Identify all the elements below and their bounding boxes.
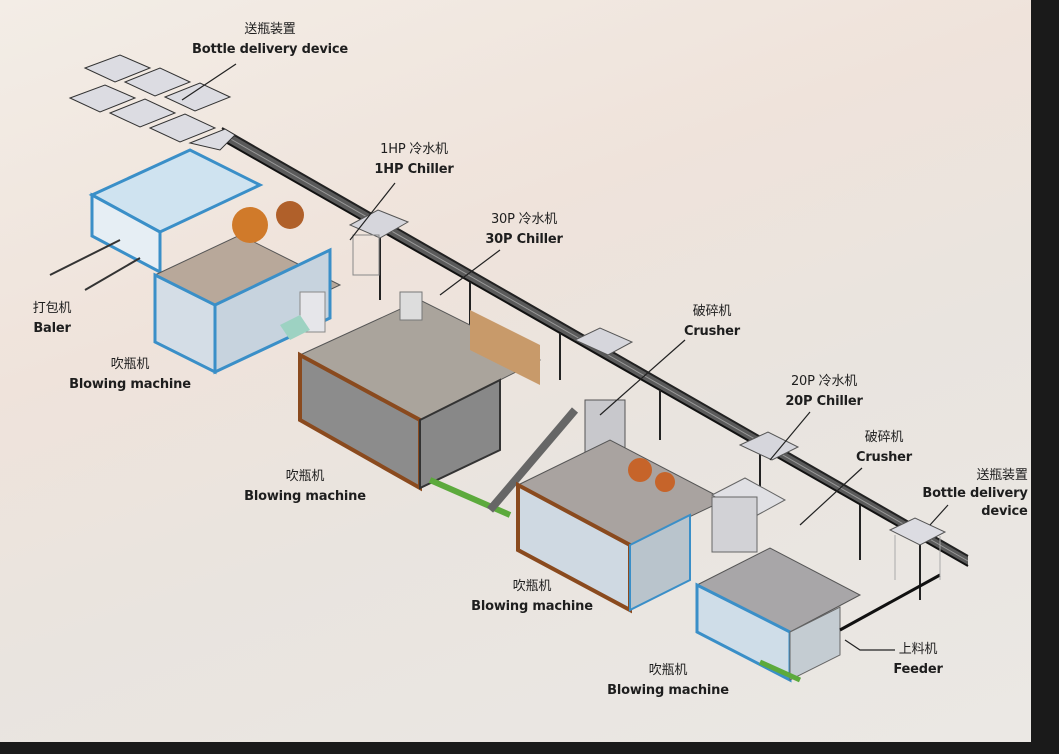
label-en: 1HP Chiller [374, 162, 454, 177]
label-blowing-3: 吹瓶机 Blowing machine [471, 577, 593, 617]
label-crusher-2: 破碎机 Crusher [856, 428, 912, 468]
bottle-delivery-device-top [68, 54, 236, 151]
layout-diagram: 送瓶装置 Bottle delivery device 1HP 冷水机 1HP … [0, 0, 1031, 742]
label-zh: 吹瓶机 [285, 469, 325, 484]
label-zh: 破碎机 [692, 304, 732, 319]
label-en: Crusher [855, 450, 913, 465]
blowing-machine-1 [153, 201, 342, 375]
label-baler: 打包机 Baler [32, 299, 72, 339]
label-en-2: device [981, 504, 1028, 519]
label-blowing-4: 吹瓶机 Blowing machine [607, 661, 729, 701]
label-crusher-1: 破碎机 Crusher [684, 302, 740, 342]
label-en: Crusher [683, 324, 741, 339]
chiller-1hp [348, 209, 410, 276]
label-chiller-1hp: 1HP 冷水机 1HP Chiller [374, 140, 453, 180]
blowing-machine-2 [298, 291, 542, 518]
label-en: Bottle delivery [922, 486, 1028, 501]
label-en: Baler [33, 321, 71, 336]
label-chiller-30p: 30P 冷水机 30P Chiller [485, 210, 563, 250]
leader-lines [181, 63, 949, 651]
label-zh: 送瓶装置 [976, 468, 1028, 483]
label-zh: 打包机 [32, 301, 72, 316]
label-zh: 破碎机 [864, 430, 904, 445]
label-en: Blowing machine [244, 489, 366, 504]
label-en: Blowing machine [471, 599, 593, 614]
chiller-20p [710, 431, 800, 553]
label-en: 20P Chiller [785, 394, 863, 409]
baler-machine [49, 148, 264, 291]
label-zh: 20P 冷水机 [790, 374, 858, 389]
label-zh: 上料机 [898, 642, 938, 657]
label-en: Bottle delivery device [192, 42, 348, 57]
label-feeder: 上料机 Feeder [893, 640, 943, 680]
blowing-machine-3 [516, 439, 727, 614]
label-zh: 吹瓶机 [110, 357, 150, 372]
label-blowing-1: 吹瓶机 Blowing machine [69, 355, 191, 395]
label-blowing-2: 吹瓶机 Blowing machine [244, 467, 366, 507]
label-zh: 1HP 冷水机 [380, 142, 448, 157]
label-en: Feeder [893, 662, 943, 677]
label-bottle-delivery-top: 送瓶装置 Bottle delivery device [192, 20, 348, 60]
diagram-drawing [49, 54, 969, 683]
label-chiller-20p: 20P 冷水机 20P Chiller [785, 372, 863, 412]
label-en: 30P Chiller [485, 232, 563, 247]
label-zh: 吹瓶机 [512, 579, 552, 594]
label-zh: 吹瓶机 [648, 663, 688, 678]
bottle-delivery-device-right [888, 517, 947, 580]
label-bottle-delivery-right: 送瓶装置 Bottle delivery device [922, 467, 1027, 521]
blowing-machine-4 [695, 547, 941, 683]
label-en: Blowing machine [607, 683, 729, 698]
label-zh: 送瓶装置 [244, 22, 296, 37]
label-en: Blowing machine [69, 377, 191, 392]
label-zh: 30P 冷水机 [490, 212, 558, 227]
